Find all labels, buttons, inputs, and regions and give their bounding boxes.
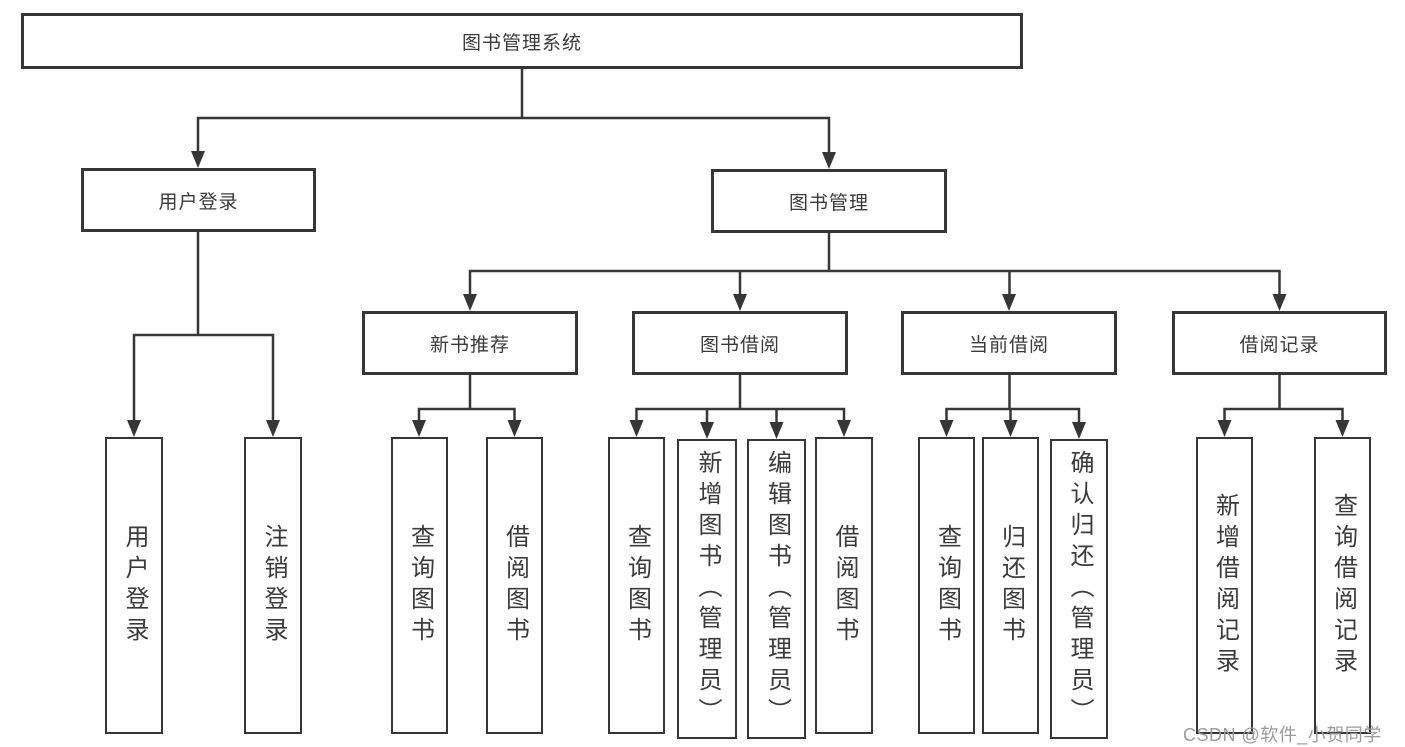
leaf-label: 查询图书 [406,523,434,648]
node-label: 图书管理系统 [461,32,582,54]
leaf-borrow-books-recommend: 借阅图书 [486,437,543,734]
node-book-mgmt-system: 图书管理系统 [21,13,1023,69]
node-label: 图书借阅 [699,334,780,356]
node-label: 借阅记录 [1239,334,1320,356]
leaf-edit-books-admin: 编辑图书（管理员） [747,439,806,739]
leaf-label: 查询借阅记录 [1329,492,1357,679]
leaf-add-borrow-record: 新增借阅记录 [1196,437,1253,734]
csdn-watermark: CSDN @软件_小贺同学 [1183,725,1382,745]
node-label: 新书推荐 [429,334,510,356]
leaf-label: 借阅图书 [831,523,858,648]
leaf-label: 编辑图书（管理员） [763,449,791,729]
node-user-login: 用户登录 [81,168,316,232]
leaf-user-login: 用户登录 [105,437,163,734]
leaf-query-books-current: 查询图书 [918,437,975,734]
node-current-borrow: 当前借阅 [901,311,1117,375]
leaf-label: 注销登录 [260,523,287,648]
leaf-label: 确认归还（管理员） [1066,449,1093,729]
leaf-label: 新增图书（管理员） [694,449,721,729]
leaf-label: 查询图书 [623,523,651,648]
leaf-query-books-borrow: 查询图书 [608,437,665,734]
node-new-book-recommend: 新书推荐 [362,311,578,375]
leaf-label: 查询图书 [933,523,961,648]
node-book-borrow: 图书借阅 [632,311,848,375]
leaf-logout-login: 注销登录 [244,437,302,734]
node-label: 图书管理 [788,192,869,214]
leaf-return-books: 归还图书 [982,437,1039,734]
leaf-query-books-recommend: 查询图书 [391,437,448,734]
leaf-borrow-books: 借阅图书 [815,437,873,734]
node-label: 用户登录 [158,191,239,213]
leaf-label: 借阅图书 [501,523,529,648]
node-borrow-records: 借阅记录 [1172,311,1387,375]
leaf-label: 新增借阅记录 [1211,492,1239,679]
leaf-add-books-admin: 新增图书（管理员） [677,439,737,739]
leaf-query-borrow-record: 查询借阅记录 [1314,437,1371,734]
node-book-management: 图书管理 [711,169,947,233]
node-label: 当前借阅 [968,334,1049,356]
leaf-label: 用户登录 [121,523,148,648]
arrowheads [127,151,1350,439]
leaf-label: 归还图书 [997,523,1025,648]
leaf-confirm-return-admin: 确认归还（管理员） [1050,439,1108,739]
